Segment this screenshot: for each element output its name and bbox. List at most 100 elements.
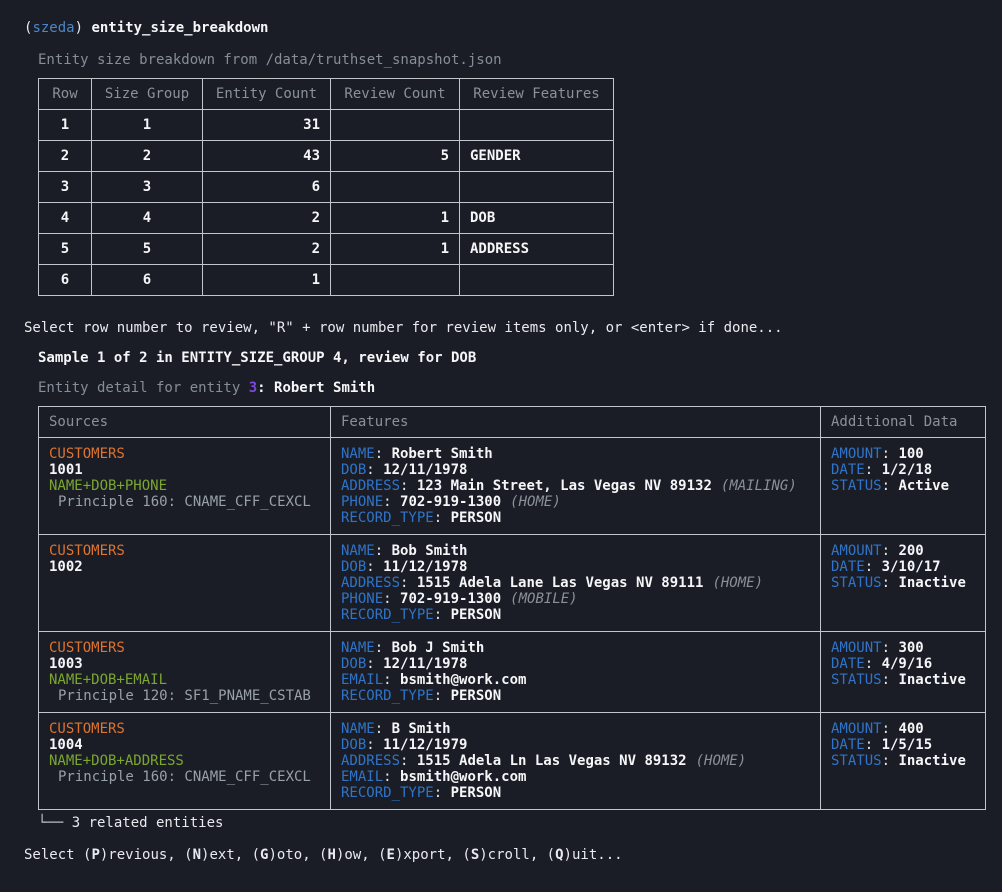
table-row: 3 3 6 (38, 171, 614, 203)
feature-value: 11/12/1978 (383, 559, 468, 575)
select-row-prompt: Select row number to review, "R" + row n… (24, 320, 783, 336)
review-count-cell (330, 109, 460, 141)
data-source-label: CUSTOMERS (49, 640, 125, 656)
additional-label: DATE (831, 656, 865, 672)
review-count-cell: 5 (330, 140, 460, 172)
feature-line: EMAILbsmith@work.com (341, 769, 810, 785)
additional-data-cell: AMOUNT100 DATE1/2/18 STATUSActive (820, 437, 986, 535)
size-group-cell: 5 (91, 233, 203, 265)
additional-data-cell: AMOUNT400 DATE1/5/15 STATUSInactive (820, 712, 986, 810)
feature-line: RECORD_TYPEPERSON (341, 607, 810, 623)
additional-line: STATUSActive (831, 478, 975, 494)
feature-value: 702-919-1300 (400, 494, 502, 510)
size-group-cell: 3 (91, 171, 203, 203)
feature-label: NAME (341, 640, 375, 656)
breakdown-caption: Entity size breakdown from /data/truthse… (38, 52, 502, 68)
additional-line: AMOUNT300 (831, 640, 975, 656)
prompt-line: (szeda) entity_size_breakdown (24, 20, 1002, 36)
feature-value: 12/11/1978 (383, 462, 468, 478)
sources-cell: CUSTOMERS 1002 (38, 534, 331, 632)
command-text: entity_size_breakdown (91, 20, 269, 36)
entity-count-cell: 31 (202, 109, 331, 141)
entity-id: 3 (248, 380, 258, 396)
feature-value: 1515 Adela Ln Las Vegas NV 89132 (416, 753, 687, 769)
review-count-cell: 1 (330, 233, 460, 265)
col-header-entity-count: Entity Count (202, 78, 331, 110)
additional-value: 400 (898, 721, 924, 737)
feature-line: NAME Bob J Smith (341, 640, 810, 656)
feature-value: 1515 Adela Lane Las Vegas NV 89111 (416, 575, 704, 591)
feature-line: NAMERobert Smith (341, 446, 810, 462)
additional-data-cell: AMOUNT300 DATE4/9/16 STATUSInactive (820, 631, 986, 713)
entity-count-cell: 2 (202, 202, 331, 234)
col-header-additional-data: Additional Data (820, 406, 986, 438)
record-id: 1003 (49, 656, 83, 672)
table-row: 2 2 43 5 GENDER (38, 140, 614, 172)
features-cell: NAMEB Smith DOB11/12/1979 ADDRESS1515 Ad… (330, 712, 821, 810)
additional-line: DATE3/10/17 (831, 559, 975, 575)
review-features-cell (459, 109, 614, 141)
feature-line: ADDRESS1515 Adela Lane Las Vegas NV 8911… (341, 575, 810, 591)
table-row: 4 4 2 1 DOB (38, 202, 614, 234)
feature-value: B Smith (391, 721, 451, 737)
feature-value: 11/12/1979 (383, 737, 468, 753)
feature-label: EMAIL (341, 769, 384, 785)
row-number-cell: 5 (38, 233, 92, 265)
entity-name: Robert Smith (274, 380, 376, 396)
feature-label: NAME (341, 721, 375, 737)
size-group-cell: 2 (91, 140, 203, 172)
review-features-cell: DOB (459, 202, 614, 234)
record-id: 1002 (49, 559, 83, 575)
row-number-cell: 3 (38, 171, 92, 203)
table-row: 5 5 2 1 ADDRESS (38, 233, 614, 265)
row-number-cell: 2 (38, 140, 92, 172)
additional-value: Active (898, 478, 950, 494)
feature-value: Bob J Smith (391, 640, 485, 656)
additional-value: 1/5/15 (881, 737, 933, 753)
usage-type: (HOME) (510, 494, 561, 510)
usage-type: (MAILING) (720, 478, 797, 494)
sample-header: Sample 1 of 2 in ENTITY_SIZE_GROUP 4, re… (38, 350, 477, 366)
principle-line: Principle 160: CNAME_CFF_CEXCL (58, 494, 311, 510)
record-id: 1001 (49, 462, 83, 478)
feature-line: RECORD_TYPEPERSON (341, 688, 810, 704)
sources-cell: CUSTOMERS 1004 NAME+DOB+ADDRESS Principl… (38, 712, 331, 810)
additional-value: 1/2/18 (881, 462, 933, 478)
match-key: NAME+DOB+EMAIL (49, 672, 168, 688)
entity-detail-table: Sources Features Additional Data CUSTOME… (38, 406, 986, 810)
breakdown-header-row: Row Size Group Entity Count Review Count… (38, 78, 614, 110)
feature-label: NAME (341, 446, 375, 462)
usage-type: (MOBILE) (510, 591, 578, 607)
feature-line: DOB 11/12/1978 (341, 559, 810, 575)
additional-value: Inactive (898, 575, 966, 591)
record-id: 1004 (49, 737, 83, 753)
feature-label: ADDRESS (341, 478, 401, 494)
col-header-size-group: Size Group (91, 78, 203, 110)
feature-label: RECORD_TYPE (341, 510, 434, 526)
additional-line: DATE1/2/18 (831, 462, 975, 478)
feature-line: DOB 11/12/1979 (341, 737, 810, 753)
table-row: 6 6 1 (38, 264, 614, 296)
additional-value: Inactive (898, 672, 966, 688)
sources-cell: CUSTOMERS 1001 NAME+DOB+PHONE Principle … (38, 437, 331, 535)
feature-label: DOB (341, 559, 367, 575)
additional-line: DATE1/5/15 (831, 737, 975, 753)
review-features-cell: ADDRESS (459, 233, 614, 265)
additional-line: STATUSInactive (831, 575, 975, 591)
additional-line: STATUSInactive (831, 672, 975, 688)
feature-value: PERSON (450, 607, 502, 623)
feature-label: PHONE (341, 494, 384, 510)
feature-line: DOB12/11/1978 (341, 462, 810, 478)
sources-cell: CUSTOMERS 1003 NAME+DOB+EMAIL Principle … (38, 631, 331, 713)
data-source-label: CUSTOMERS (49, 721, 125, 737)
prompt-paren-open: ( (24, 20, 33, 36)
feature-label: DOB (341, 737, 367, 753)
row-number-cell: 6 (38, 264, 92, 296)
entity-detail-line: Entity detail for entity 3: Robert Smith (38, 380, 1002, 396)
feature-value: PERSON (450, 688, 502, 704)
col-header-features: Features (330, 406, 821, 438)
row-number-cell: 4 (38, 202, 92, 234)
additional-label: DATE (831, 559, 865, 575)
entity-record-row: CUSTOMERS 1001 NAME+DOB+PHONE Principle … (38, 437, 986, 535)
terminal[interactable]: (szeda) entity_size_breakdown Entity siz… (0, 0, 1002, 863)
